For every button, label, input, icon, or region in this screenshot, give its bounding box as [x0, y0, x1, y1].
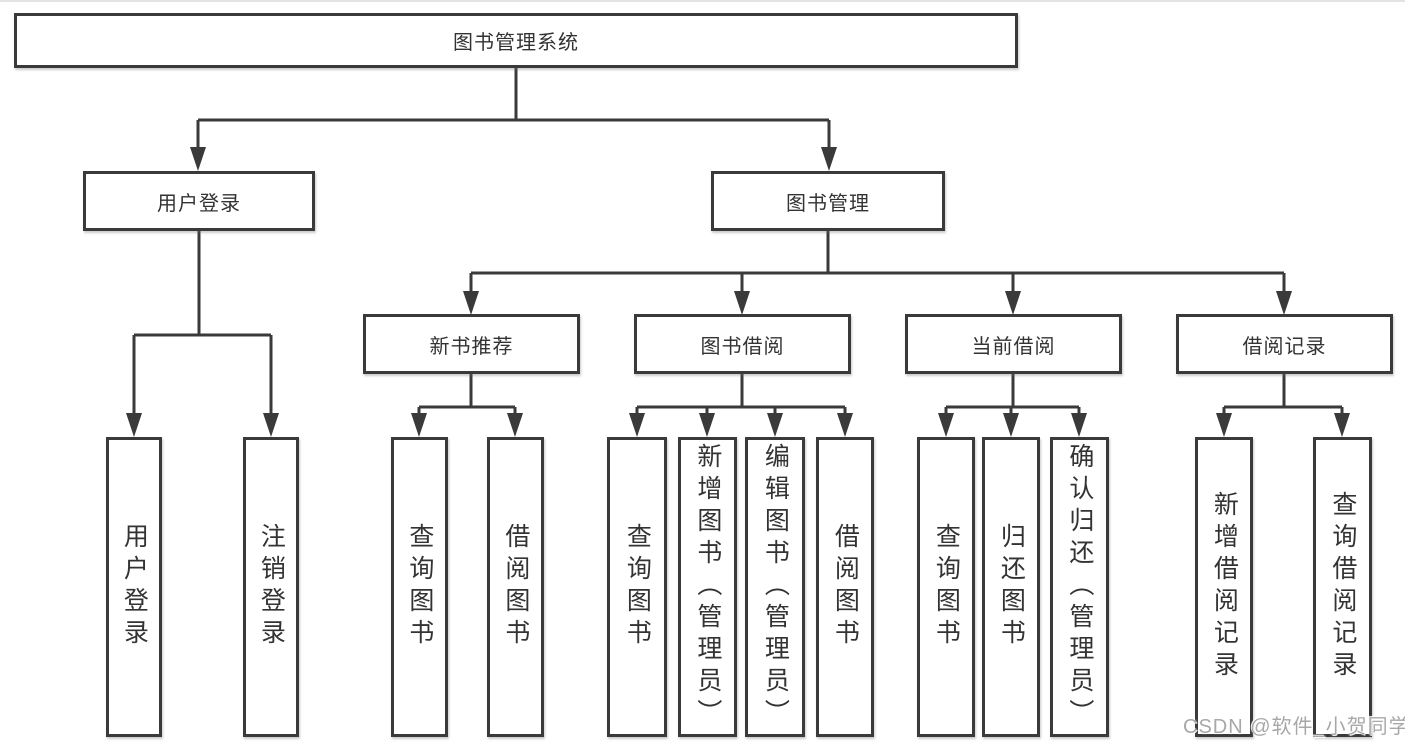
csdn-watermark: CSDN @软件_小贺同学: [1183, 716, 1405, 738]
leaf-logout: 注销登录: [243, 437, 299, 737]
node-borrow-record: 借阅记录: [1176, 314, 1393, 374]
leaf-return-book: 归还图书: [982, 437, 1040, 737]
node-user-login: 用户登录: [83, 171, 315, 231]
leaf-borrow-book-label: 借阅图书: [831, 523, 860, 651]
node-new-book-recommend: 新书推荐: [363, 314, 580, 374]
leaf-query-book-borrow-label: 查询图书: [623, 523, 652, 651]
leaf-query-borrow-record-label: 查询借阅记录: [1328, 491, 1357, 683]
leaf-query-book-current: 查询图书: [917, 437, 975, 737]
leaf-borrow-book: 借阅图书: [816, 437, 874, 737]
leaf-add-borrow-record: 新增借阅记录: [1195, 437, 1253, 737]
leaf-add-borrow-record-label: 新增借阅记录: [1210, 491, 1239, 683]
leaf-add-book-admin: 新增图书（管理员）: [678, 437, 737, 737]
leaf-logout-label: 注销登录: [257, 523, 286, 651]
leaf-query-book-borrow: 查询图书: [607, 437, 667, 737]
leaf-confirm-return-admin-label: 确认归还（管理员）: [1065, 443, 1094, 731]
leaf-query-book-current-label: 查询图书: [932, 523, 961, 651]
connector-book-management: [469, 231, 1286, 294]
node-book-borrow-label: 图书借阅: [700, 335, 785, 358]
leaf-add-book-admin-label: 新增图书（管理员）: [693, 443, 722, 731]
leaf-user-login: 用户登录: [106, 437, 162, 737]
node-user-login-label: 用户登录: [157, 192, 241, 215]
leaf-query-borrow-record: 查询借阅记录: [1313, 437, 1372, 737]
node-current-borrow: 当前借阅: [905, 314, 1122, 374]
leaf-confirm-return-admin: 确认归还（管理员）: [1050, 437, 1109, 737]
connector-new-book-recommend: [417, 374, 517, 416]
leaf-borrow-book-recommend-label: 借阅图书: [501, 523, 530, 651]
leaf-query-book-recommend-label: 查询图书: [405, 523, 434, 651]
top-edge-line: [0, 0, 1405, 2]
node-root-label: 图书管理系统: [453, 32, 579, 54]
leaf-borrow-book-recommend: 借阅图书: [487, 437, 544, 737]
leaf-edit-book-admin-label: 编辑图书（管理员）: [761, 443, 790, 731]
leaf-return-book-label: 归还图书: [997, 523, 1026, 651]
connector-book-borrow: [635, 374, 847, 416]
node-borrow-record-label: 借阅记录: [1242, 335, 1327, 358]
node-book-management-label: 图书管理: [786, 192, 870, 215]
connector-current-borrow: [944, 374, 1081, 416]
connector-root: [196, 68, 831, 150]
node-book-borrow: 图书借阅: [634, 314, 851, 374]
leaf-query-book-recommend: 查询图书: [391, 437, 448, 737]
node-current-borrow-label: 当前借阅: [971, 335, 1056, 358]
node-new-book-recommend-label: 新书推荐: [429, 335, 514, 358]
node-root: 图书管理系统: [14, 13, 1018, 68]
connector-borrow-record: [1222, 374, 1344, 416]
leaf-edit-book-admin: 编辑图书（管理员）: [745, 437, 805, 737]
node-book-management: 图书管理: [711, 171, 945, 231]
connector-user-login: [132, 231, 273, 416]
leaf-user-login-label: 用户登录: [120, 523, 149, 651]
